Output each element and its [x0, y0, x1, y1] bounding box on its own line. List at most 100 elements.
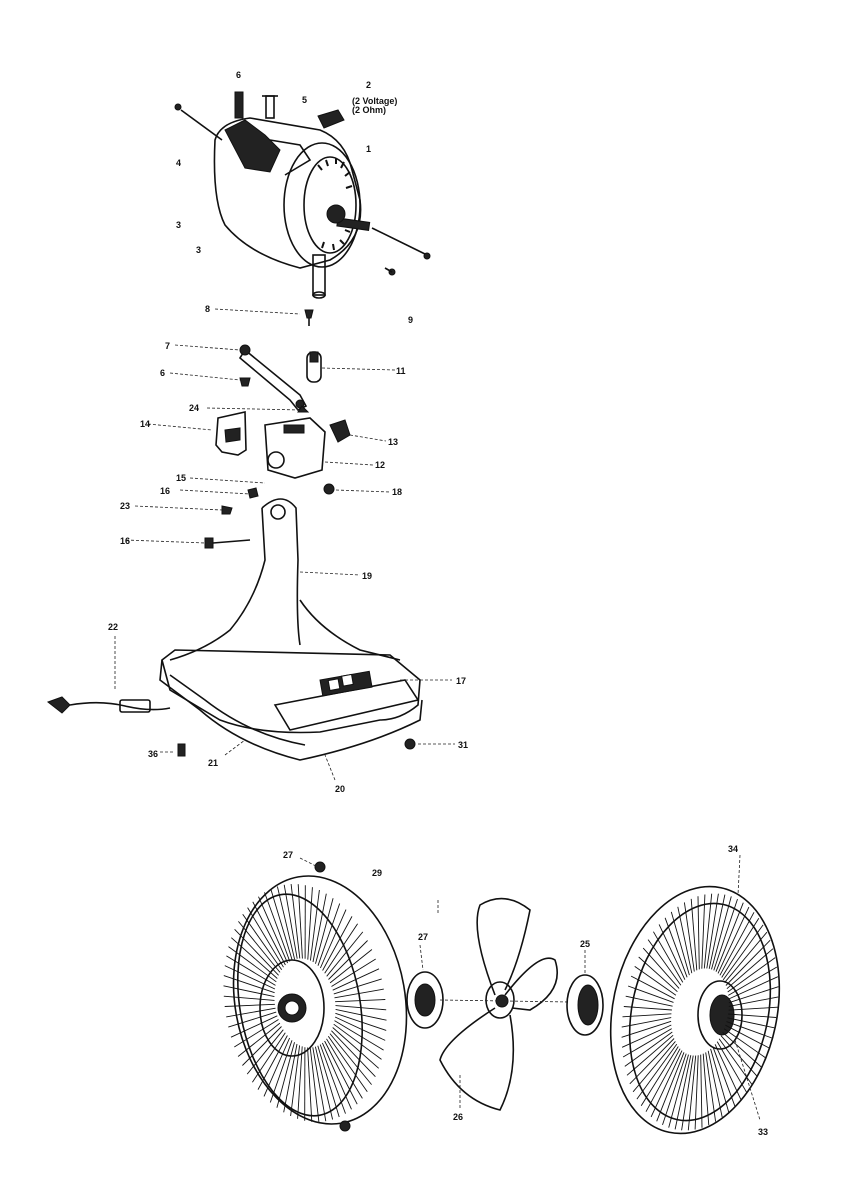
- guard-spoke: [728, 986, 779, 1004]
- guard-spoke: [728, 976, 779, 1000]
- guard-spoke: [713, 898, 738, 971]
- guard-spoke: [712, 1046, 736, 1107]
- fan-blade: [437, 897, 571, 1111]
- label-29: 29: [372, 868, 382, 878]
- guard-spoke: [312, 1047, 327, 1122]
- guard-spoke: [727, 957, 776, 993]
- guard-spoke: [650, 1050, 683, 1118]
- motor-assembly: [174, 91, 431, 299]
- guard-spoke: [724, 931, 768, 983]
- guard-spoke: [307, 887, 313, 960]
- label-14: 14: [140, 419, 150, 429]
- label-24: 24: [189, 403, 199, 413]
- guard-spoke: [721, 917, 760, 978]
- guard-spoke: [621, 1020, 672, 1038]
- guard-spoke: [703, 893, 713, 969]
- guard-spoke: [700, 1054, 703, 1128]
- label-32: 3: [196, 245, 201, 255]
- label-16: 16: [160, 486, 170, 496]
- part-labels: 6 5 2 1 4 3 3 8 9 7 6 11 24 14 13 12 15 …: [108, 70, 768, 1137]
- label-34: 34: [728, 844, 738, 854]
- guard-spoke: [670, 911, 690, 976]
- guard-spoke: [658, 924, 686, 980]
- label-12: 12: [375, 460, 385, 470]
- guard-spoke: [257, 1035, 288, 1090]
- guard-spoke: [327, 1036, 368, 1093]
- label-21: 21: [208, 758, 218, 768]
- label-3: 3: [176, 220, 181, 230]
- guard-spoke: [621, 1017, 672, 1028]
- label-33: 33: [758, 1127, 768, 1137]
- guard-spoke: [677, 906, 693, 974]
- label-26: 26: [453, 1112, 463, 1122]
- guard-spoke: [662, 1053, 687, 1126]
- label-1: 1: [366, 144, 371, 154]
- guard-spoke: [627, 985, 674, 1003]
- guard-spoke: [334, 1016, 386, 1041]
- guard-spoke: [710, 1048, 730, 1113]
- guard-spoke: [317, 903, 341, 966]
- label-20: 20: [335, 784, 345, 794]
- guard-spoke: [290, 884, 301, 959]
- label-36: 36: [148, 749, 158, 759]
- guard-spoke: [317, 1045, 340, 1118]
- guard-spoke: [707, 1050, 723, 1118]
- guard-spoke: [332, 1027, 379, 1069]
- label-27b: 27: [418, 932, 428, 942]
- guard-spoke: [329, 949, 373, 984]
- guard-spoke: [728, 1006, 778, 1011]
- guard-spoke: [722, 924, 764, 981]
- guard-spoke: [307, 1047, 313, 1122]
- oscillation-parts: [125, 308, 396, 549]
- guard-spoke: [283, 884, 298, 959]
- guard-spoke: [283, 1043, 298, 1113]
- guard-spoke: [234, 928, 279, 976]
- front-guard: [223, 857, 408, 1132]
- guard-spoke: [333, 978, 382, 995]
- guard-spoke: [335, 1008, 387, 1021]
- guard-spoke: [647, 939, 682, 986]
- motor-note-line1: (2 Voltage): [352, 96, 397, 106]
- label-11: 11: [396, 366, 406, 376]
- guard-spoke: [335, 999, 386, 1003]
- guard-spoke: [223, 985, 275, 998]
- guard-spoke: [674, 1055, 692, 1130]
- guard-spoke: [624, 1031, 673, 1067]
- guard-spoke: [242, 1026, 282, 1066]
- label-31: 31: [458, 740, 468, 750]
- guard-spoke: [331, 958, 376, 987]
- guard-spoke: [621, 1024, 672, 1048]
- guard-spoke: [228, 1011, 277, 1028]
- guard-spoke: [224, 1003, 275, 1007]
- guard-spoke: [725, 1024, 770, 1049]
- rear-guard-spokes: [621, 893, 779, 1131]
- label-27: 27: [283, 850, 293, 860]
- guard-spoke: [237, 1022, 281, 1057]
- guard-spoke: [226, 1007, 276, 1018]
- rear-guard: [609, 854, 781, 1135]
- guard-spoke: [290, 1045, 301, 1117]
- guard-spoke: [234, 1019, 279, 1048]
- guard-spoke: [711, 896, 732, 970]
- guard-spoke: [326, 1038, 363, 1099]
- label-5: 5: [302, 95, 307, 105]
- guard-spoke: [223, 975, 275, 994]
- guard-spoke: [728, 1013, 777, 1018]
- guard-spoke: [632, 1041, 676, 1093]
- label-13: 13: [388, 437, 398, 447]
- guard-spoke: [717, 906, 750, 974]
- guard-spoke: [642, 947, 680, 989]
- motor-note-line2: (2 Ohm): [352, 105, 386, 115]
- guard-spoke: [269, 1040, 293, 1103]
- label-6: 6: [236, 70, 241, 80]
- guard-spoke: [333, 1023, 382, 1060]
- label-15: 15: [176, 473, 186, 483]
- guard-spoke: [335, 1012, 387, 1031]
- guard-spoke: [326, 931, 364, 977]
- guard-spoke: [705, 1052, 717, 1122]
- guard-spoke: [687, 1055, 697, 1131]
- guard-spoke: [226, 955, 276, 986]
- label-9: 9: [408, 315, 413, 325]
- guard-spoke: [726, 948, 774, 990]
- guard-spoke: [319, 1044, 346, 1114]
